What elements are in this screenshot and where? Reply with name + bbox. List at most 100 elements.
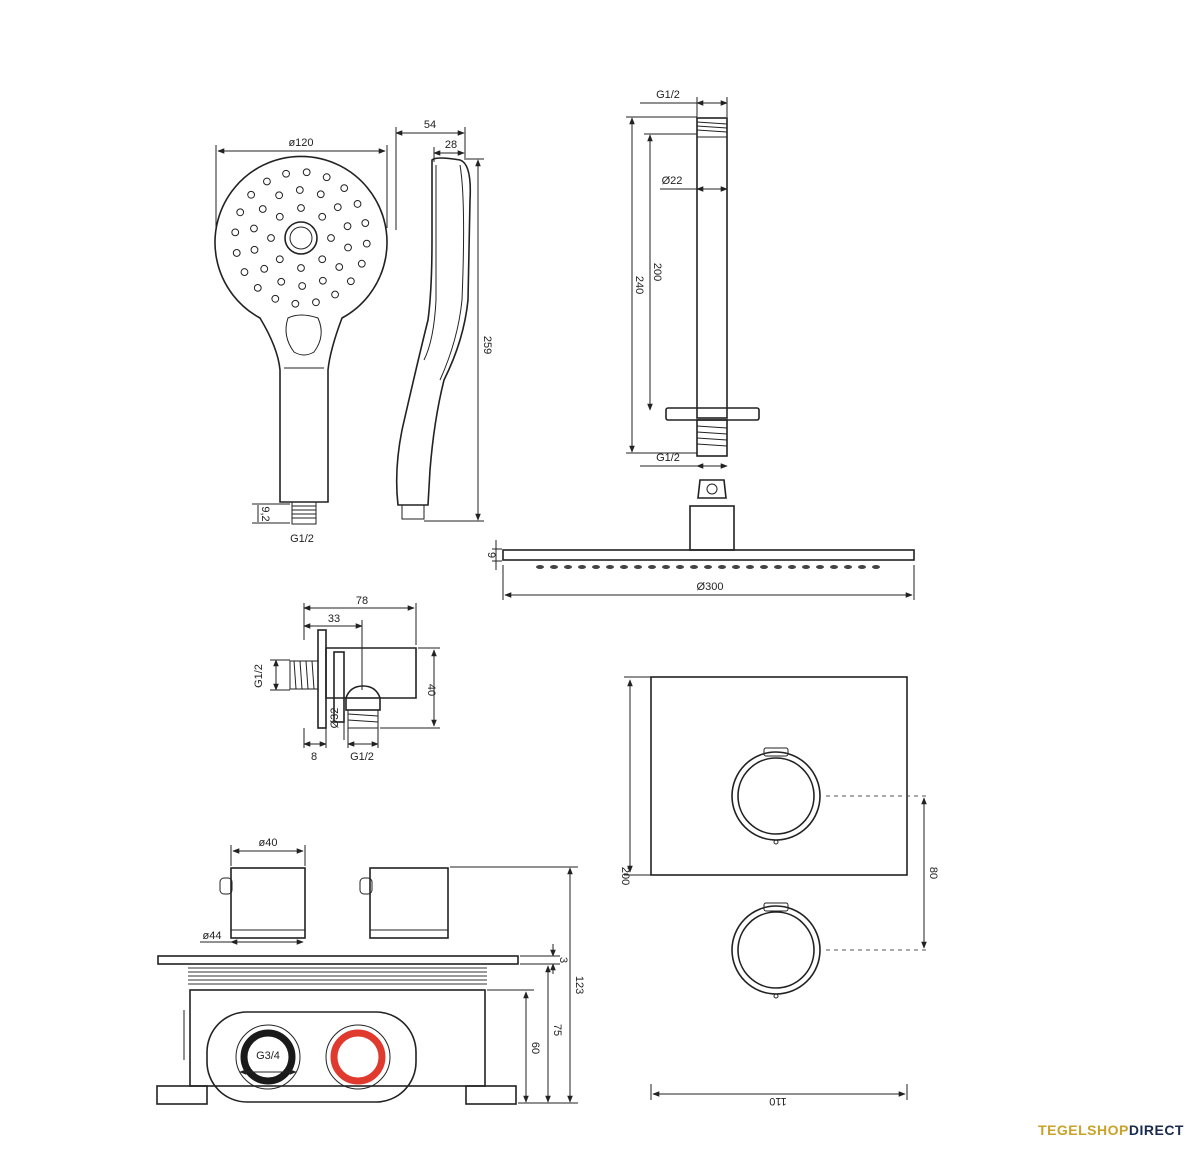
- hand-thread-length-label: 9,2: [259, 506, 271, 521]
- nozzle: [362, 239, 371, 248]
- head-nozzle: [872, 565, 880, 569]
- nozzle: [297, 204, 305, 212]
- arm-diameter-label: Ø22: [662, 175, 683, 187]
- hand-shower-front-view: ø120 9,2 G1/2: [214, 137, 388, 545]
- nozzle: [258, 205, 267, 213]
- brand-part-1: TEGELSHOP: [1038, 1122, 1129, 1138]
- box-collar-diameter-label: ø44: [203, 930, 222, 942]
- nozzle: [312, 298, 320, 307]
- head-nozzles: [536, 565, 880, 569]
- nozzle: [253, 283, 262, 292]
- head-nozzle: [788, 565, 796, 569]
- elbow-offset-label: 33: [328, 613, 340, 625]
- plate-width-label: 110: [769, 1095, 787, 1107]
- head-nozzle: [774, 565, 782, 569]
- nozzle: [318, 255, 327, 264]
- nozzle: [260, 264, 269, 273]
- nozzle: [271, 294, 280, 303]
- head-nozzle: [858, 565, 866, 569]
- plate-spacing-label: 80: [927, 867, 939, 879]
- arm-length-total-label: 240: [633, 276, 645, 294]
- thermostat-cover-plate: 80 200 110: [619, 676, 939, 1107]
- nozzle: [361, 219, 370, 227]
- nozzle: [318, 276, 327, 285]
- nozzle: [302, 168, 311, 177]
- nozzle: [333, 203, 342, 212]
- nozzle: [275, 191, 284, 200]
- nozzle: [322, 173, 331, 182]
- head-nozzle: [760, 565, 768, 569]
- head-nozzle: [578, 565, 586, 569]
- nozzle: [340, 184, 349, 193]
- nozzle: [263, 177, 271, 186]
- box-grooves: [188, 967, 487, 985]
- head-nozzle: [592, 565, 600, 569]
- elbow-thread-in-label: G1/2: [253, 664, 265, 688]
- head-nozzle: [732, 565, 740, 569]
- arm-length-inner-label: 200: [651, 263, 663, 281]
- elbow-diameter-label: Ø32: [329, 708, 341, 729]
- nozzle: [282, 169, 290, 178]
- head-nozzle: [676, 565, 684, 569]
- head-nozzle: [606, 565, 614, 569]
- nozzle: [231, 228, 240, 237]
- brand-part-2: DIRECT: [1128, 1122, 1184, 1138]
- hand-length-label: 259: [481, 336, 493, 354]
- head-nozzle: [704, 565, 712, 569]
- nozzle: [318, 212, 327, 221]
- plate-height-label: 200: [619, 867, 631, 885]
- nozzle: [240, 268, 249, 276]
- nozzle: [295, 186, 304, 194]
- nozzle: [275, 212, 284, 221]
- head-nozzle: [844, 565, 852, 569]
- hand-depth-head-label: 28: [445, 139, 457, 151]
- elbow-thread-out-label: G1/2: [350, 751, 374, 763]
- head-nozzle: [620, 565, 628, 569]
- nozzle: [232, 249, 241, 257]
- head-nozzle: [830, 565, 838, 569]
- shower-nozzles: [231, 168, 371, 308]
- box-knob-diameter-label: ø40: [259, 837, 278, 849]
- arm-thread-bottom-label: G1/2: [656, 452, 680, 464]
- wall-elbow: 78 33 G1/2 40 Ø32 8 G1/2: [253, 595, 440, 763]
- nozzle: [331, 290, 339, 299]
- hand-thread-label: G1/2: [290, 533, 314, 545]
- head-nozzle: [802, 565, 810, 569]
- box-inlet-label: G3/4: [256, 1050, 280, 1062]
- nozzle: [291, 299, 300, 308]
- head-nozzle: [662, 565, 670, 569]
- nozzle: [267, 234, 275, 242]
- head-nozzle: [634, 565, 642, 569]
- nozzle: [343, 222, 352, 231]
- nozzle: [298, 282, 307, 290]
- hand-shower-side-view: 54 28 259: [395, 119, 493, 522]
- cold-inlet-ring: [240, 1029, 296, 1085]
- box-height-total-label: 123: [573, 976, 585, 994]
- nozzle: [316, 190, 325, 199]
- head-nozzle: [536, 565, 544, 569]
- nozzle: [335, 263, 344, 271]
- hand-depth-total-label: 54: [424, 119, 436, 131]
- box-height-60-label: 60: [529, 1042, 541, 1054]
- nozzle: [344, 243, 352, 252]
- nozzle: [346, 277, 355, 286]
- shower-arm-and-head: G1/2 Ø22 200 240 G1/2 9 Ø300: [485, 89, 915, 600]
- head-height-label: 9: [485, 552, 497, 558]
- arm-thread-top-label: G1/2: [656, 89, 680, 101]
- nozzle: [247, 190, 256, 199]
- hand-diameter-label: ø120: [288, 137, 313, 149]
- nozzle: [357, 259, 366, 268]
- head-nozzle: [816, 565, 824, 569]
- head-nozzle: [690, 565, 698, 569]
- box-height-75-label: 75: [551, 1024, 563, 1036]
- head-nozzle: [550, 565, 558, 569]
- nozzle: [277, 277, 286, 286]
- head-nozzle: [746, 565, 754, 569]
- nozzle: [250, 224, 258, 233]
- nozzle: [275, 255, 284, 264]
- nozzle: [250, 245, 259, 254]
- concealed-thermostat-box: G3/4 ø40 ø44 123 3 75 60: [156, 837, 585, 1105]
- head-nozzle: [564, 565, 572, 569]
- nozzle: [353, 200, 362, 208]
